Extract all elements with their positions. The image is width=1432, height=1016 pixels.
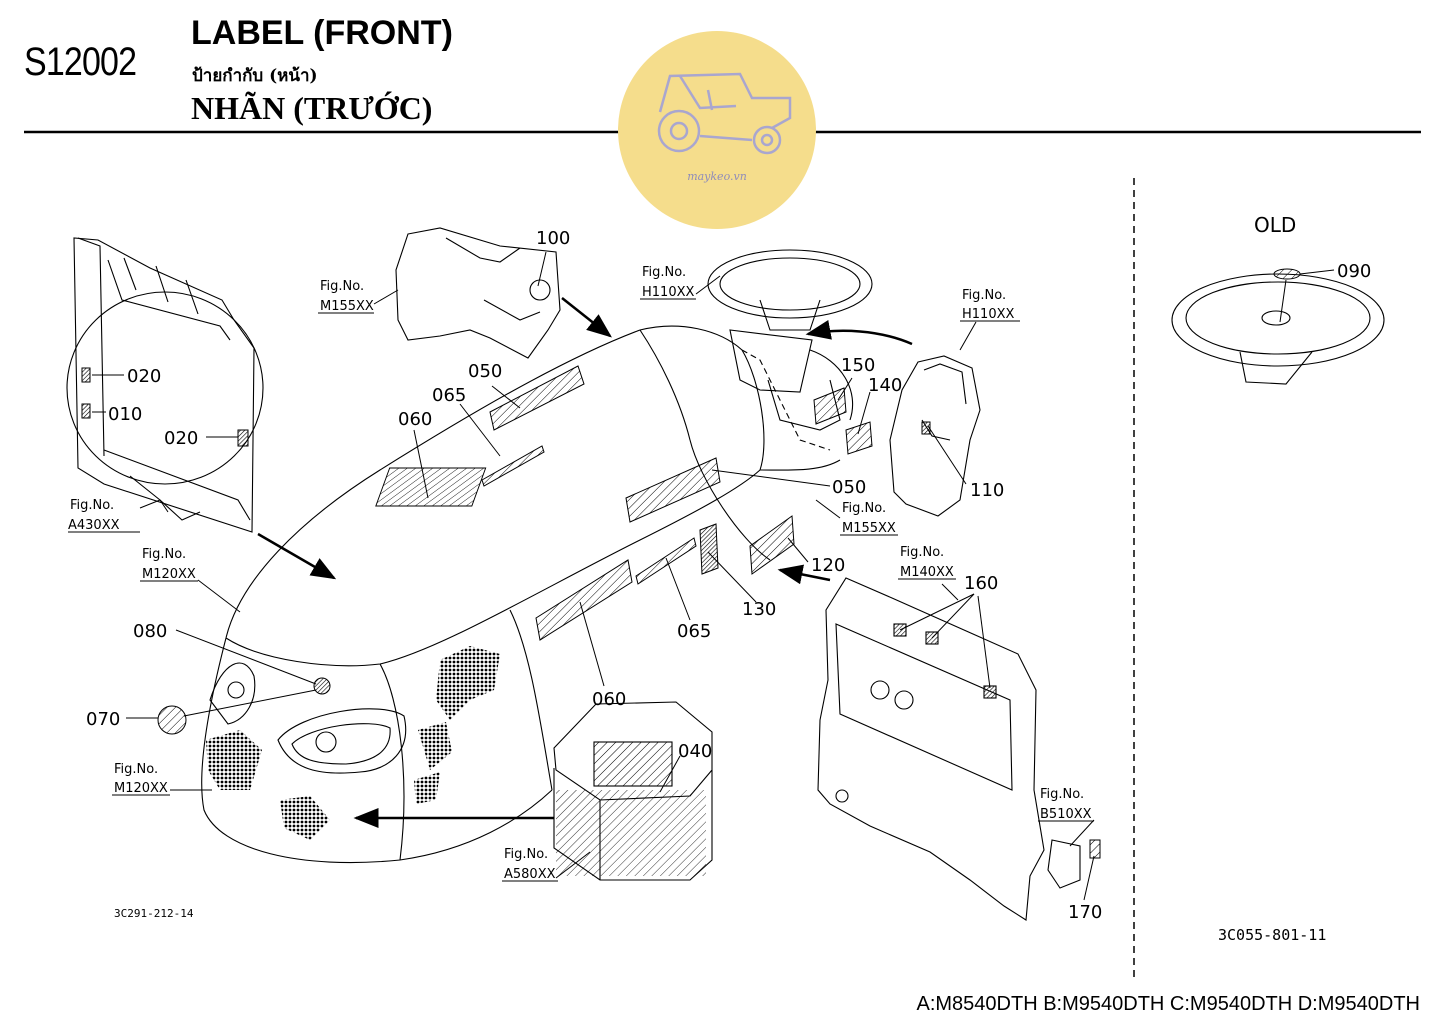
svg-text:B510XX: B510XX (1040, 807, 1092, 822)
old-steering-wheel (1171, 273, 1385, 385)
decal-060-top (375, 467, 487, 507)
svg-text:M140XX: M140XX (900, 565, 954, 580)
svg-text:H110XX: H110XX (962, 307, 1014, 322)
part-160: 160 (964, 573, 998, 594)
title-vietnamese: NHÃN (TRƯỚC) (191, 90, 433, 126)
decal-020-b (237, 429, 249, 447)
decal-050-side (625, 457, 721, 523)
decal-060-side (535, 559, 633, 641)
steering-wheel (707, 249, 873, 431)
fig-ref-b510: Fig.No. B510XX (1038, 787, 1094, 822)
part-100: 100 (536, 228, 570, 249)
part-130: 130 (742, 599, 776, 620)
decal-090 (1273, 268, 1301, 280)
svg-text:Fig.No.: Fig.No. (70, 498, 114, 513)
svg-text:Fig.No.: Fig.No. (504, 847, 548, 862)
part-150: 150 (841, 355, 875, 376)
svg-text:Fig.No.: Fig.No. (142, 547, 186, 562)
decal-130 (699, 523, 719, 575)
part-140: 140 (868, 375, 902, 396)
drawing-code-left: 3C291-212-14 (114, 907, 194, 920)
decal-120 (749, 515, 795, 575)
svg-text:M120XX: M120XX (142, 567, 196, 582)
top-cover-panel (395, 227, 561, 359)
part-010: 010 (108, 404, 142, 425)
svg-text:A580XX: A580XX (504, 867, 556, 882)
fig-ref-a580: Fig.No. A580XX (502, 847, 558, 882)
fig-ref-m120-top: Fig.No. M120XX (140, 547, 198, 582)
title-english: LABEL (FRONT) (191, 14, 453, 52)
svg-text:M155XX: M155XX (842, 521, 896, 536)
svg-text:M155XX: M155XX (320, 299, 374, 314)
part-020-a: 020 (127, 366, 161, 387)
decal-010 (81, 403, 91, 419)
part-040: 040 (678, 741, 712, 762)
section-code: S12002 (24, 40, 137, 84)
svg-text:M120XX: M120XX (114, 781, 168, 796)
part-070: 070 (86, 709, 120, 730)
dashboard-panel (817, 577, 1081, 921)
part-065-top: 065 (432, 385, 466, 406)
decal-110 (921, 421, 931, 435)
part-090: 090 (1337, 261, 1371, 282)
fig-ref-h110-right: Fig.No. H110XX (960, 288, 1020, 322)
decal-065-top (481, 445, 545, 487)
fig-ref-m120-bottom: Fig.No. M120XX (112, 762, 170, 796)
title-thai: ป้ายกำกับ (หน้า) (192, 66, 318, 86)
svg-text:Fig.No.: Fig.No. (842, 501, 886, 516)
svg-text:A430XX: A430XX (68, 518, 120, 533)
svg-text:Fig.No.: Fig.No. (320, 279, 364, 294)
part-060-side: 060 (592, 689, 626, 710)
part-050-top: 050 (468, 361, 502, 382)
part-170: 170 (1068, 902, 1102, 923)
battery (553, 701, 713, 881)
decal-170 (1089, 839, 1101, 859)
decal-065-side (635, 537, 697, 585)
fig-ref-m155-side: Fig.No. M155XX (840, 501, 898, 536)
part-065-side: 065 (677, 621, 711, 642)
svg-text:H110XX: H110XX (642, 285, 694, 300)
svg-text:Fig.No.: Fig.No. (962, 288, 1006, 303)
fig-ref-m140: Fig.No. M140XX (898, 545, 956, 580)
svg-text:Fig.No.: Fig.No. (900, 545, 944, 560)
svg-text:Fig.No.: Fig.No. (114, 762, 158, 777)
svg-text:Fig.No.: Fig.No. (1040, 787, 1084, 802)
bonnet (201, 325, 841, 864)
part-080: 080 (133, 621, 167, 642)
part-120: 120 (811, 555, 845, 576)
watermark-text: maykeo.vn (687, 170, 747, 183)
svg-text:Fig.No.: Fig.No. (642, 265, 686, 280)
decal-150 (813, 387, 847, 425)
part-020-b: 020 (164, 428, 198, 449)
fig-ref-a430: Fig.No. A430XX (68, 498, 140, 533)
decal-080 (313, 677, 331, 695)
fig-ref-m155-top: Fig.No. M155XX (318, 279, 374, 314)
decal-070 (157, 705, 187, 735)
part-060-top: 060 (398, 409, 432, 430)
model-list: A:M8540DTH B:M9540DTH C:M9540DTH D:M9540… (916, 993, 1421, 1015)
drawing-code-right: 3C055-801-11 (1218, 926, 1326, 944)
part-050-side: 050 (832, 477, 866, 498)
radiator-shroud (66, 237, 264, 533)
decal-050-top (489, 365, 585, 431)
part-110: 110 (970, 480, 1004, 501)
decal-140 (845, 421, 873, 455)
old-label: OLD (1254, 213, 1296, 237)
tractor-icon: maykeo.vn (618, 31, 816, 229)
fig-ref-h110-left: Fig.No. H110XX (640, 265, 696, 300)
decal-020-a (81, 367, 91, 383)
